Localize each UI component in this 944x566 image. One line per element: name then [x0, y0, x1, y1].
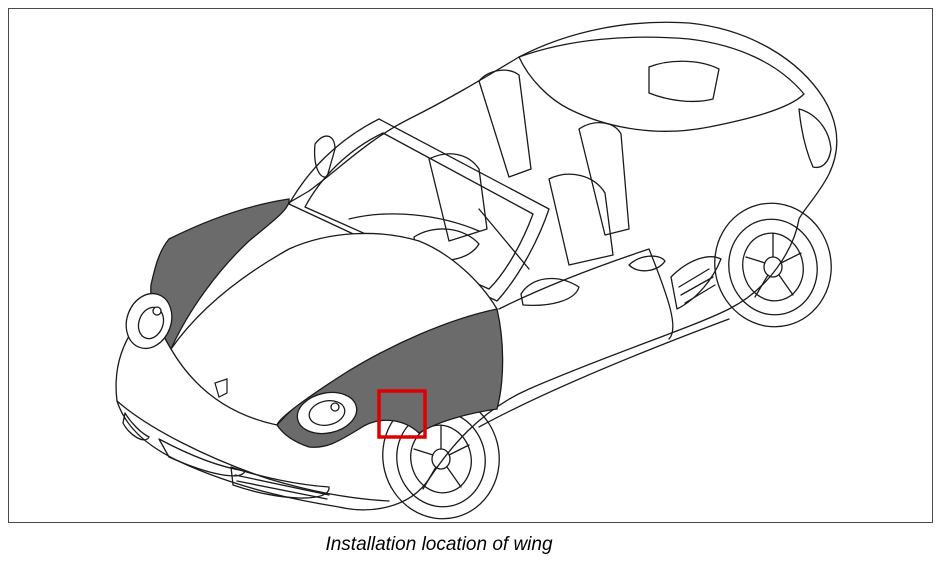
rear-spoiler	[648, 60, 720, 103]
front-intake	[230, 466, 330, 499]
mirror-right	[520, 277, 580, 307]
hood-crest	[214, 378, 228, 398]
sill-line	[478, 318, 730, 428]
car-body-outline	[115, 21, 838, 511]
hood-outline	[170, 232, 499, 426]
roll-bar-right	[578, 122, 630, 236]
dashboard	[348, 213, 480, 232]
door-line	[498, 248, 674, 340]
side-intake	[670, 256, 722, 310]
headlight-right	[296, 391, 358, 435]
shaded-hood-panel	[150, 198, 290, 351]
installation-location-highlight	[377, 389, 427, 439]
fog-light	[122, 412, 150, 441]
mirror-left	[313, 135, 336, 178]
windshield-frame	[288, 118, 550, 302]
door-handle	[628, 255, 666, 272]
front-intake-slats	[234, 474, 330, 500]
roll-bar-left	[478, 69, 532, 178]
rear-wheel	[714, 202, 832, 328]
rear-deck	[518, 36, 805, 132]
diagram-frame	[8, 8, 933, 523]
rear-light	[798, 108, 832, 169]
seat-right	[548, 173, 614, 266]
car-line-drawing	[115, 21, 838, 520]
center-console	[478, 208, 530, 270]
side-intake-slats	[678, 268, 716, 304]
front-bumper	[116, 400, 390, 502]
seat-left	[428, 153, 488, 242]
headlight-left	[125, 292, 173, 350]
windshield-glass	[304, 132, 534, 290]
diagram-caption: Installation location of wing	[325, 534, 553, 555]
front-wheel	[382, 394, 500, 520]
